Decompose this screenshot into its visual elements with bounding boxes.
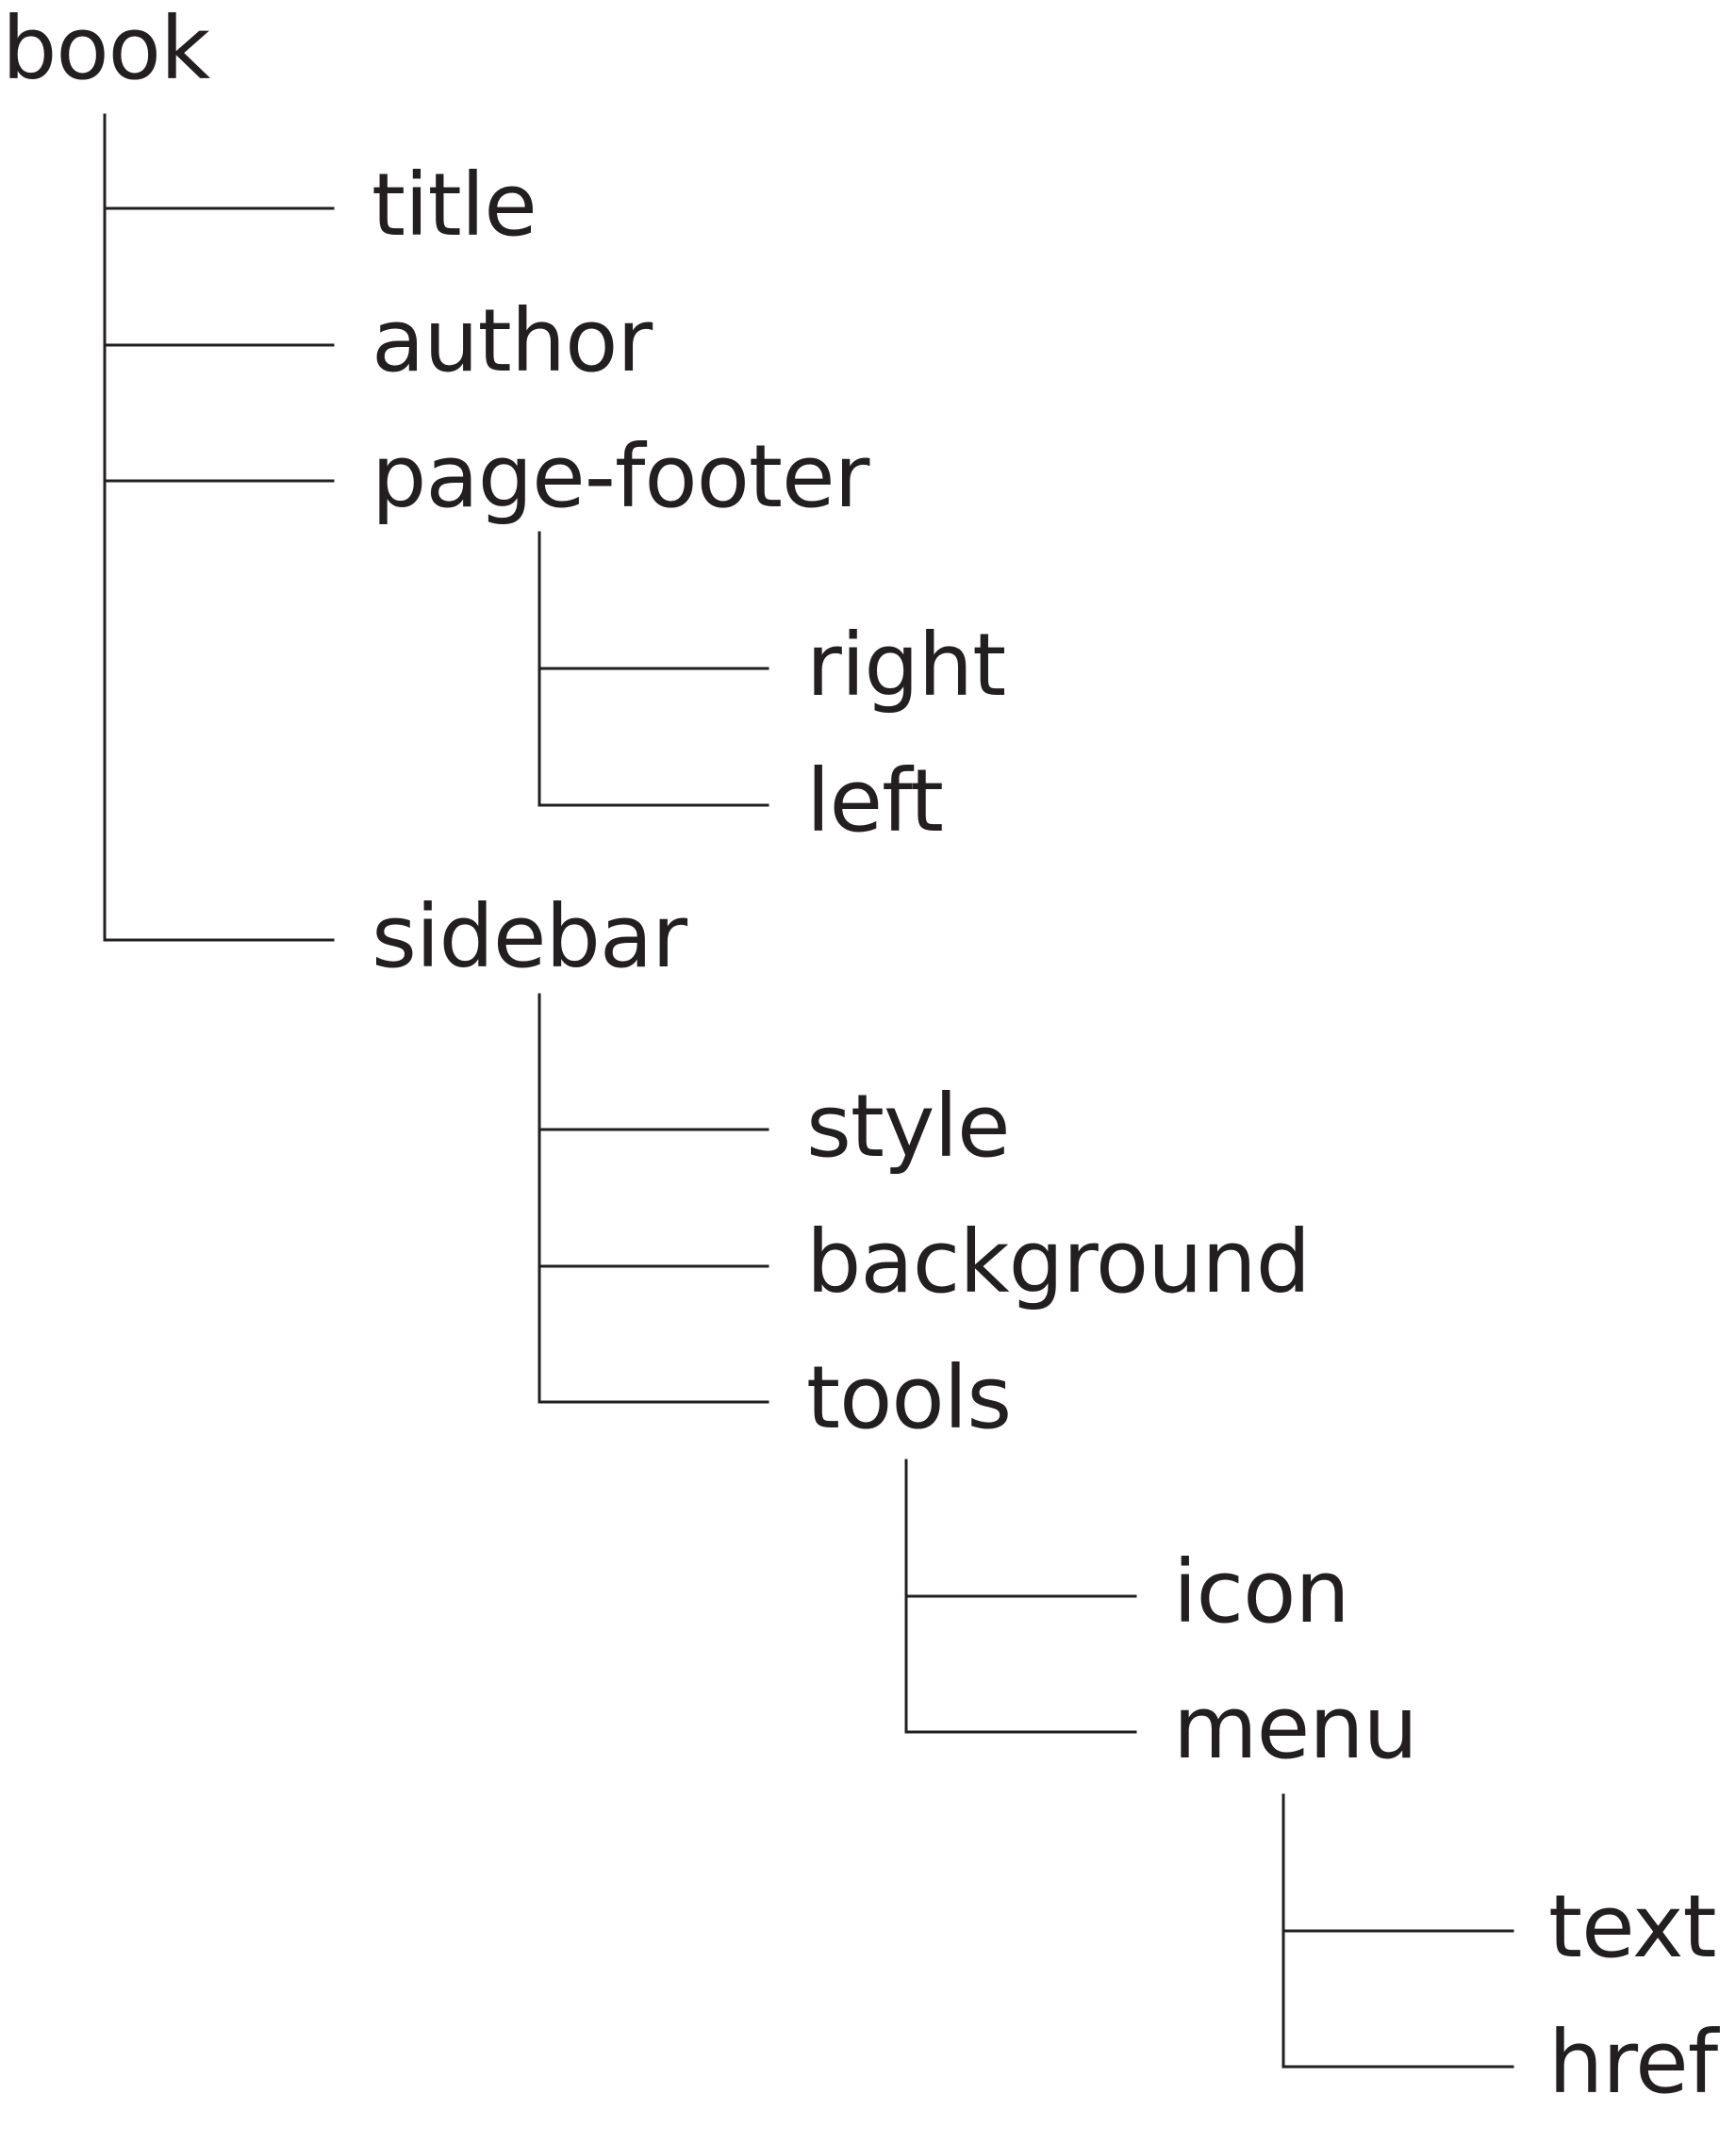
node-page-footer: page-footer — [372, 426, 869, 527]
node-tools: tools — [806, 1347, 1012, 1448]
node-style: style — [806, 1076, 1011, 1177]
node-right: right — [806, 615, 1006, 716]
node-author: author — [372, 290, 653, 391]
node-background: background — [806, 1212, 1311, 1312]
node-href: href — [1548, 2012, 1718, 2113]
node-icon: icon — [1173, 1542, 1350, 1642]
node-text: text — [1548, 1876, 1717, 1977]
node-menu: menu — [1173, 1677, 1418, 1778]
node-book: book — [2, 0, 210, 99]
node-title: title — [372, 155, 537, 256]
node-left: left — [806, 750, 944, 851]
node-sidebar: sidebar — [372, 886, 687, 987]
